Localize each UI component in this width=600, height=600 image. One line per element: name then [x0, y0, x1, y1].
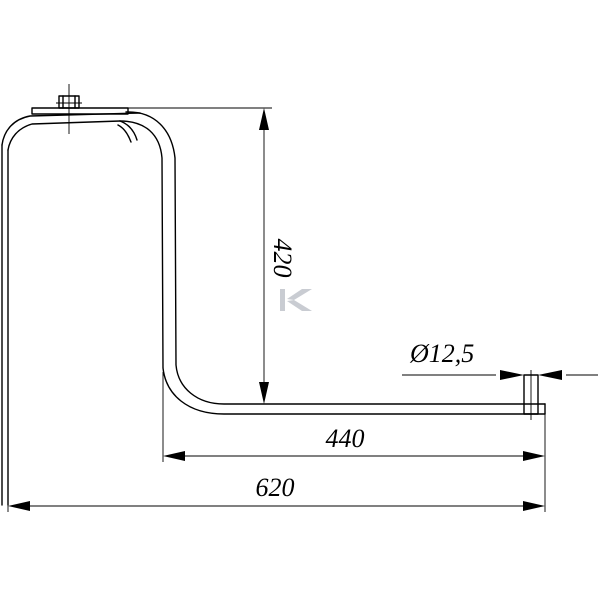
clamp-plate: [31, 107, 129, 115]
total-length-dimension: 620: [8, 473, 545, 511]
mount-bar: [1, 112, 141, 506]
diameter-label: Ø12,5: [409, 339, 474, 368]
height-label: 420: [268, 239, 297, 278]
height-dimension: 420: [128, 107, 297, 405]
inner-length-label: 440: [326, 424, 365, 453]
extension-lines: [7, 372, 546, 512]
total-length-label: 620: [256, 473, 295, 502]
diameter-dimension: Ø12,5: [402, 339, 598, 380]
watermark-logo: [280, 289, 312, 311]
inner-length-dimension: 440: [163, 424, 545, 461]
bent-rod: [117, 111, 546, 415]
rod-end: [523, 370, 539, 420]
bolt-icon: [56, 84, 82, 134]
